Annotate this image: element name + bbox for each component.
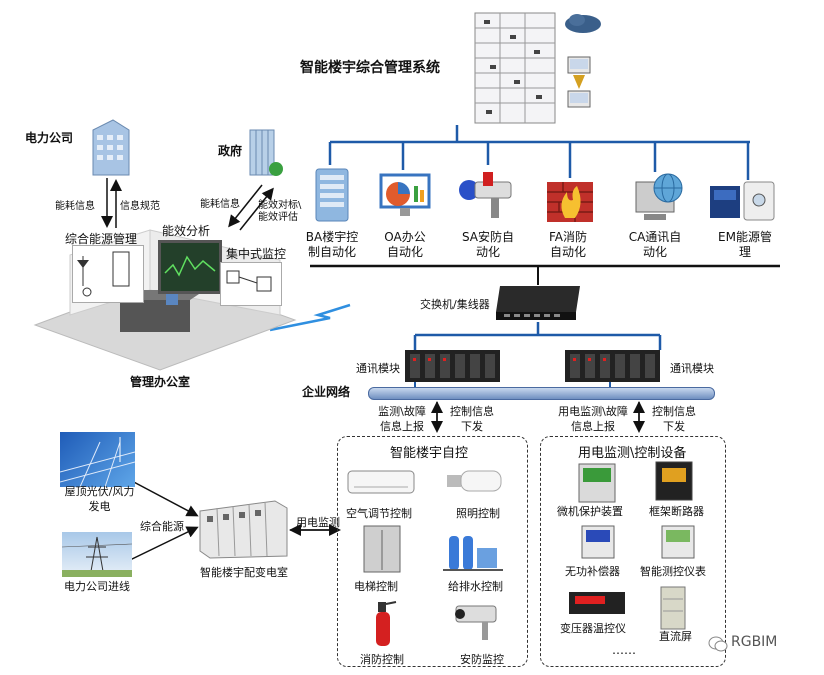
building-control-panel — [337, 436, 528, 667]
subsystem-em-label: EM能源管理 — [718, 230, 772, 259]
comm-module-left-icon — [405, 350, 500, 382]
energy-mgmt-label: 综合能源管理 — [65, 232, 138, 246]
substation-label: 智能楼宇配变电室 — [200, 566, 288, 579]
enterprise-network-label: 企业网络 — [302, 385, 351, 399]
building-control-title: 智能楼宇自控 — [390, 446, 469, 461]
left-control-label: 控制信息下发 — [450, 405, 494, 433]
comm-module-right-label: 通讯模块 — [670, 362, 714, 375]
security-camera-icon — [455, 605, 497, 640]
air-conditioner-icon — [347, 470, 415, 494]
efficiency-panel — [158, 240, 222, 294]
firewall-icon — [547, 182, 593, 222]
relay-protection-icon — [578, 463, 616, 503]
monitor-chart-icon — [379, 173, 431, 216]
dc-panel-icon — [660, 586, 686, 630]
comm-module-right-icon — [565, 350, 660, 382]
enterprise-network-bus — [368, 387, 715, 400]
subsystem-ba-label: BA楼宇控制自动化 — [305, 230, 359, 259]
globe-computer-icon — [635, 173, 683, 220]
switch-icon — [496, 286, 580, 320]
smart-meter-icon — [661, 525, 695, 559]
info-spec-label: 信息规范 — [120, 201, 160, 212]
subsystem-fa-label: FA消防自动化 — [548, 230, 587, 259]
building-server-icon — [315, 168, 349, 222]
switchgear-icon — [199, 500, 288, 559]
transformer-temp-icon — [569, 592, 625, 614]
energy-meter-icon — [710, 181, 775, 221]
reactive-compensator-label: 无功补偿器 — [565, 565, 620, 578]
building-tower-icon — [474, 12, 556, 124]
smart-meter-label: 智能测控仪表 — [640, 565, 706, 578]
elevator-control-label: 电梯控制 — [354, 580, 398, 593]
grid-label: 电力公司进线 — [64, 580, 130, 593]
page-title: 智能楼宇综合管理系统 — [300, 60, 440, 76]
comm-module-left-label: 通讯模块 — [356, 362, 400, 375]
energy-info-right-label: 能耗信息 — [200, 199, 240, 210]
subsystem-sa-label: SA安防自动化 — [461, 230, 515, 259]
subsystem-ca-label: CA通讯自动化 — [628, 230, 682, 259]
switch-label: 交换机/集线器 — [420, 298, 490, 311]
alarm-camera-icon — [459, 172, 512, 218]
air-control-label: 空气调节控制 — [346, 507, 412, 520]
transformer-temp-label: 变压器温控仪 — [560, 622, 626, 635]
office-room-label: 管理办公室 — [130, 375, 191, 389]
dc-panel-label: 直流屏 — [659, 630, 692, 643]
circuit-breaker-icon — [655, 461, 693, 501]
lighting-control-label: 照明控制 — [456, 507, 500, 520]
water-pump-icon — [443, 536, 503, 571]
subsystem-oa-label: OA办公自动化 — [384, 230, 426, 259]
pc-icon — [567, 56, 591, 108]
benchmark-label: 能效对标\能效评估 — [258, 200, 302, 223]
reactive-compensator-icon — [581, 525, 615, 559]
fire-extinguisher-icon — [376, 601, 397, 646]
government-building-icon — [249, 129, 283, 176]
circuit-breaker-label: 框架断路器 — [649, 505, 704, 518]
monitor-label: 集中式监控 — [226, 247, 287, 261]
cloud-icon — [565, 14, 601, 33]
grid-tower-image — [61, 532, 133, 578]
power-company-label: 电力公司 — [25, 131, 74, 145]
efficiency-label: 能效分析 — [162, 224, 211, 238]
elevator-icon — [363, 525, 401, 573]
right-control-label: 控制信息下发 — [652, 405, 696, 433]
relay-protection-label: 微机保护装置 — [557, 505, 623, 518]
rooftop-label: 屋顶光伏/风力发电 — [64, 485, 135, 513]
security-monitor-label: 安防监控 — [460, 653, 504, 666]
energy-mgmt-panel — [72, 245, 144, 303]
power-device-panel — [540, 436, 726, 667]
more-ellipsis: …… — [612, 643, 636, 657]
power-device-title: 用电监测\控制设备 — [578, 446, 687, 461]
solar-wind-image — [59, 432, 136, 488]
fire-control-label: 消防控制 — [360, 653, 404, 666]
water-control-label: 给排水控制 — [448, 580, 503, 593]
lamp-icon — [447, 470, 502, 492]
watermark-text: RGBIM — [731, 634, 778, 650]
government-label: 政府 — [218, 144, 243, 158]
left-report-label: 监测\故障信息上报 — [378, 405, 426, 433]
wechat-icon — [708, 636, 728, 652]
power-company-building-icon — [92, 119, 130, 176]
power-monitor-label: 用电监测 — [296, 516, 340, 529]
integrated-energy-label: 综合能源 — [140, 520, 184, 533]
energy-info-left-label: 能耗信息 — [55, 201, 95, 212]
right-report-label: 用电监测\故障信息上报 — [558, 405, 628, 433]
monitor-panel — [220, 262, 282, 306]
